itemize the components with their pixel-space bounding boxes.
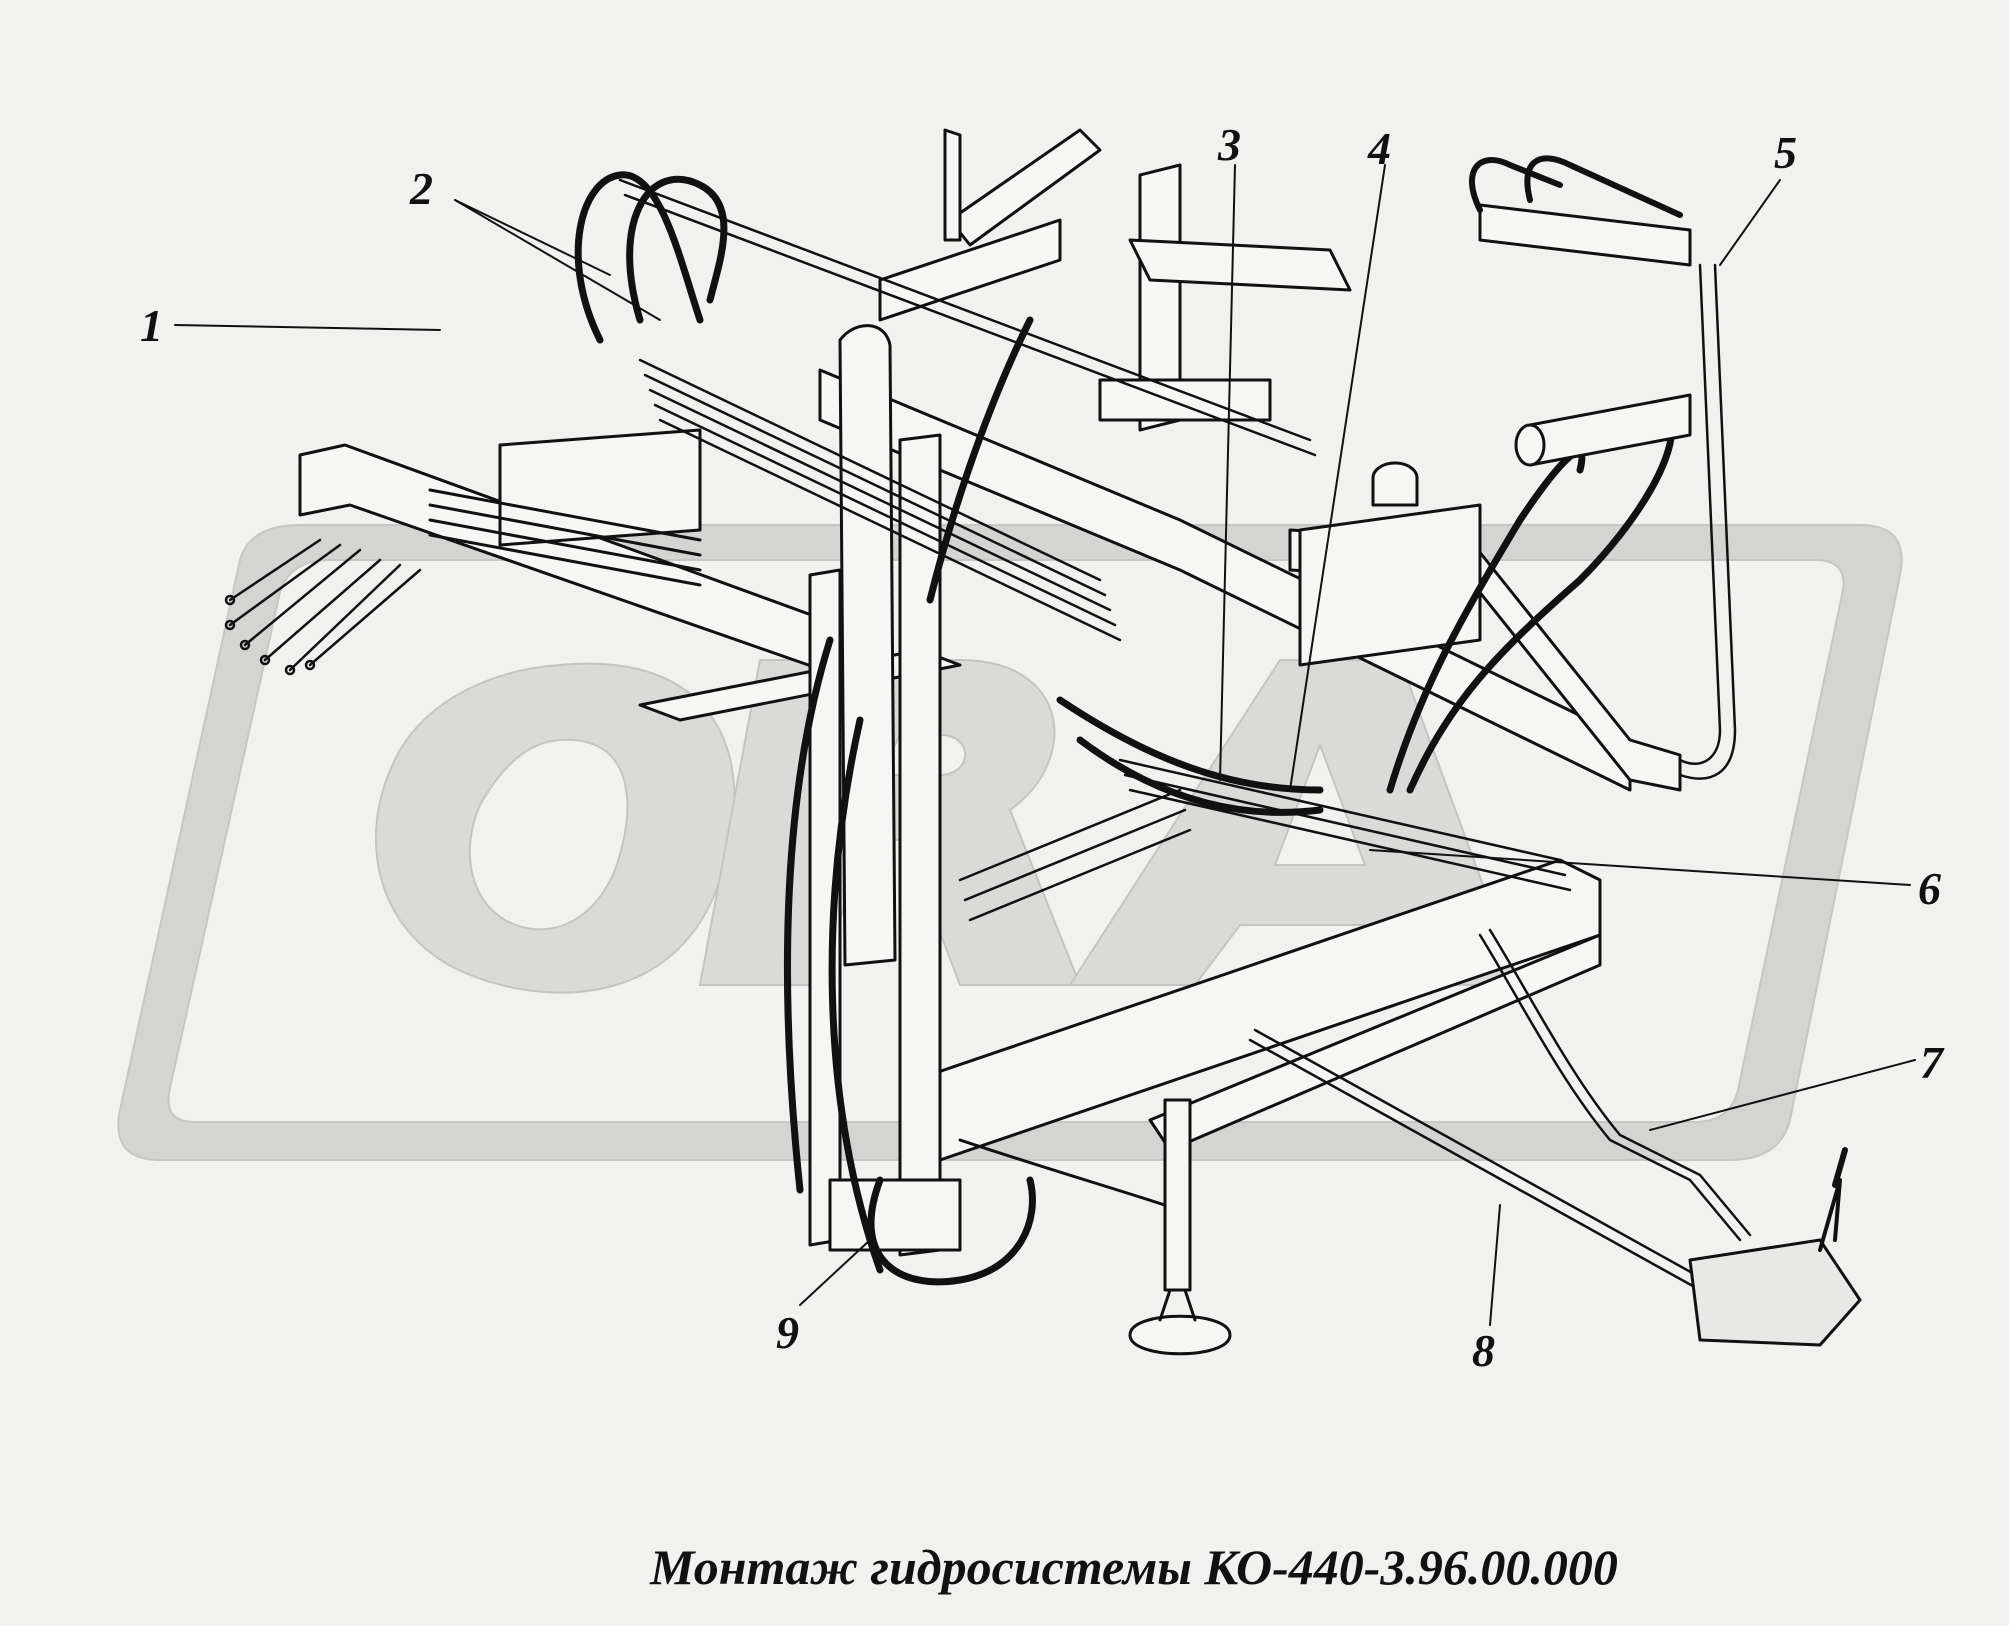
pipe-top-long — [618, 178, 1312, 442]
control-valve-body — [1688, 1238, 1862, 1347]
rigid-pipes — [618, 178, 1752, 1292]
upper-plate — [1128, 238, 1352, 292]
outrigger-leg-post — [1163, 1098, 1192, 1292]
tank-body — [1298, 503, 1482, 667]
callout-4: 4 — [1368, 123, 1391, 174]
control-valve — [1688, 1147, 1862, 1347]
distributor-pipes — [428, 488, 702, 587]
frame-leaf-spring — [958, 1138, 1182, 1212]
upper-mechanism — [943, 128, 1352, 432]
leader-9 — [799, 1239, 871, 1306]
hose-boom-down-2 — [828, 716, 884, 1274]
cylinder-top-right — [1478, 203, 1692, 267]
callout-2: 2 — [410, 163, 433, 214]
control-valve-lever — [1818, 1178, 1842, 1252]
callout-3: 3 — [1218, 119, 1241, 170]
leader-2a — [454, 199, 611, 276]
upper-vertical — [943, 128, 962, 242]
pipe-to-7b — [1488, 928, 1752, 1237]
watermark-letter-o — [374, 662, 736, 994]
callout-9: 9 — [776, 1307, 799, 1358]
boom-foot — [828, 1178, 962, 1252]
hydraulic-tank — [1298, 461, 1482, 667]
cylinder-top-hose — [1468, 155, 1683, 218]
leader-3 — [1219, 164, 1236, 781]
pipe-to-7 — [1478, 933, 1742, 1242]
right-cylinders — [1468, 155, 1692, 467]
leader-lines — [174, 164, 1916, 1326]
boom-column-right — [898, 433, 942, 1257]
boom-arm — [948, 128, 1102, 247]
hose-to-valve-6 — [1056, 696, 1324, 794]
callout-6: 6 — [1918, 863, 1941, 914]
drawing-caption: Монтаж гидросистемы КО-440-3.96.00.000 — [650, 1539, 1618, 1595]
pipe-under-boom — [958, 788, 1192, 922]
distributor-block — [428, 428, 702, 587]
hydraulic-system-drawing — [174, 128, 1916, 1356]
hose-loop-1 — [574, 171, 704, 344]
pipe-bundle-main — [638, 358, 1122, 642]
callout-8: 8 — [1472, 1325, 1495, 1376]
leader-1 — [174, 324, 441, 331]
leader-4 — [1289, 164, 1386, 791]
outrigger-foot — [1128, 1314, 1232, 1356]
pipe-top-long-b — [623, 193, 1317, 457]
control-valve-handle — [1832, 1147, 1848, 1188]
left-hose-bundle — [228, 538, 422, 672]
callout-5: 5 — [1774, 127, 1797, 178]
boom-cylinder — [838, 324, 897, 967]
outrigger-foot-neck — [1158, 1288, 1197, 1322]
distributor-body — [498, 428, 702, 547]
callout-1: 1 — [140, 300, 163, 351]
pipe-8 — [1248, 1038, 1702, 1292]
leader-7 — [1649, 1059, 1916, 1131]
hose-boom-down-1 — [784, 636, 834, 1194]
hose-bottom-loop — [867, 1176, 1036, 1286]
pipe-5 — [1678, 263, 1722, 765]
hose-loop-2 — [626, 176, 728, 324]
leader-5 — [1719, 179, 1781, 266]
boom-column — [808, 128, 1102, 1257]
pipe-5b — [1678, 263, 1737, 780]
leader-8 — [1489, 1204, 1501, 1326]
leader-6 — [1369, 849, 1911, 886]
leader-2b — [454, 199, 661, 321]
pipe-8b — [1253, 1028, 1707, 1282]
outrigger-leg — [1128, 1098, 1232, 1356]
tank-cap-neck — [1371, 476, 1419, 507]
hose-right-cylinder-2 — [1406, 416, 1675, 794]
left-hose-ends — [224, 538, 422, 676]
callout-7: 7 — [1920, 1037, 1943, 1088]
frame-side-beam — [1148, 933, 1602, 1152]
